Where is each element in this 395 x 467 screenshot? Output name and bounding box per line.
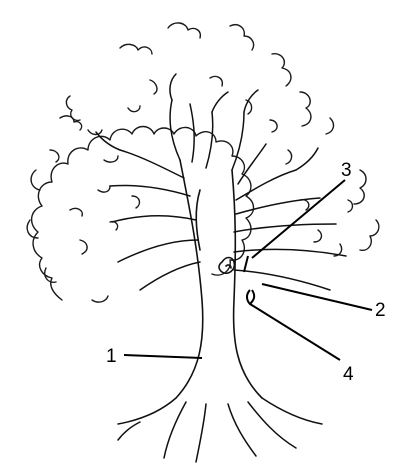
callout-label-1: 1 [106, 346, 117, 367]
tree-roots [118, 398, 322, 462]
callout-label-3: 3 [341, 160, 352, 181]
leader-line-1 [124, 355, 202, 358]
marker-3 [244, 256, 248, 272]
tree-foliage-texture [50, 76, 353, 256]
leader-line-4 [250, 304, 340, 360]
leader-line-3 [252, 180, 345, 258]
leader-line-2 [262, 284, 372, 310]
callout-label-2: 2 [375, 300, 386, 321]
callout-leaders [124, 180, 372, 360]
marker-4 [247, 290, 254, 304]
callout-label-4: 4 [343, 364, 354, 385]
tree-canopy-outline [27, 23, 379, 302]
